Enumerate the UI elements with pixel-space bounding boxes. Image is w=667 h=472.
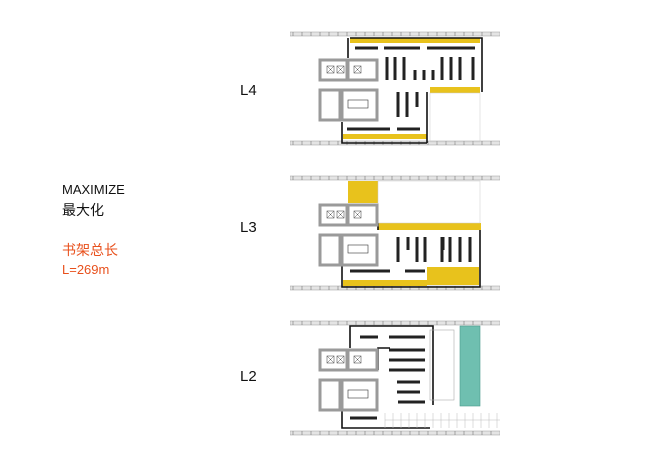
bookshelf xyxy=(413,70,417,80)
core-room xyxy=(318,378,342,412)
bookshelf xyxy=(441,237,445,250)
core-room xyxy=(340,88,379,122)
bookshelf xyxy=(389,348,425,352)
elevator xyxy=(326,210,335,219)
elevator xyxy=(326,65,335,74)
elevator-cross xyxy=(353,65,362,74)
facade-rail xyxy=(290,175,500,181)
bookshelf xyxy=(448,237,452,262)
highlighted-shelf-zone xyxy=(427,267,479,285)
elevator xyxy=(353,355,362,364)
floor-label-l4: L4 xyxy=(240,82,257,99)
bookshelf xyxy=(397,127,420,131)
elevator-cross xyxy=(336,210,345,219)
core-room xyxy=(346,58,379,82)
elevator-cross xyxy=(336,355,345,364)
core-room xyxy=(346,348,379,372)
bookshelf xyxy=(389,368,425,372)
bookshelf xyxy=(415,237,419,262)
bookshelf xyxy=(405,92,409,117)
bookshelf xyxy=(397,380,420,384)
highlighted-shelf-zone xyxy=(430,87,480,93)
elevator-cross xyxy=(353,210,362,219)
core-room xyxy=(318,88,342,122)
floor-plan-l4 xyxy=(290,31,500,146)
elevator xyxy=(353,65,362,74)
floor-label-l2: L2 xyxy=(240,368,257,385)
elevator xyxy=(336,210,345,219)
bookshelf xyxy=(422,70,426,80)
bookshelf xyxy=(384,46,420,50)
stair xyxy=(347,389,369,399)
highlighted-shelf-zone xyxy=(378,223,481,230)
bookshelf xyxy=(397,390,420,394)
bookshelf xyxy=(350,416,377,420)
elevator xyxy=(336,65,345,74)
exterior-wall xyxy=(341,37,483,144)
core-room xyxy=(346,203,379,227)
elevator xyxy=(336,355,345,364)
bookshelf xyxy=(427,46,475,50)
strategy-title-zh: 最大化 xyxy=(62,203,104,219)
bookshelf xyxy=(385,57,389,80)
bookshelf xyxy=(396,237,400,262)
atrium-void xyxy=(459,325,481,407)
bookshelf xyxy=(350,269,390,273)
bookshelf xyxy=(471,57,475,80)
elevator-cross xyxy=(336,65,345,74)
floor-plan-l2 xyxy=(290,320,500,436)
core-room xyxy=(318,203,349,227)
bookshelf xyxy=(440,57,444,80)
bookshelf xyxy=(396,92,400,117)
elevator xyxy=(326,355,335,364)
bookshelf xyxy=(458,57,462,80)
bookshelf xyxy=(393,57,397,80)
floor-label-l3: L3 xyxy=(240,219,257,236)
bookshelf xyxy=(468,237,472,262)
bookshelf xyxy=(431,70,435,80)
core-room xyxy=(340,233,379,267)
bookshelf xyxy=(406,237,410,250)
elevator-cross xyxy=(326,210,335,219)
bookshelf xyxy=(449,57,453,80)
bookshelf xyxy=(355,46,378,50)
bookshelf xyxy=(389,358,425,362)
bookshelf xyxy=(398,400,425,404)
bookshelf xyxy=(458,237,462,262)
stair xyxy=(347,244,369,254)
open-hall xyxy=(377,180,481,224)
core-room xyxy=(318,348,349,372)
core-room xyxy=(318,233,342,267)
reading-room xyxy=(429,92,481,143)
stair xyxy=(347,99,369,109)
elevator-cross xyxy=(326,355,335,364)
elevator-cross xyxy=(353,355,362,364)
shelf-length-value: L=269m xyxy=(62,262,110,277)
highlighted-shelf-zone xyxy=(350,38,480,43)
bookshelf xyxy=(347,127,390,131)
facade-rail xyxy=(290,430,500,436)
facade-rail xyxy=(290,31,500,37)
facade-rail xyxy=(290,320,500,326)
exterior-wall xyxy=(341,325,434,429)
floor-plan-l3 xyxy=(290,175,500,291)
core-room xyxy=(340,378,379,412)
highlighted-shelf-zone xyxy=(343,134,427,139)
bookshelf xyxy=(360,335,378,339)
elevator-cross xyxy=(326,65,335,74)
elevator xyxy=(353,210,362,219)
core-room xyxy=(318,58,349,82)
bookshelf xyxy=(405,269,425,273)
highlighted-shelf-zone xyxy=(348,181,378,203)
highlighted-shelf-zone xyxy=(343,280,427,286)
strategy-title-en: MAXIMIZE xyxy=(62,182,125,197)
bookshelf xyxy=(402,57,406,80)
bookshelf xyxy=(415,92,419,107)
escalator xyxy=(429,329,455,401)
bookshelf xyxy=(389,335,425,339)
bookshelf xyxy=(423,237,427,262)
shelf-length-label: 书架总长 xyxy=(62,243,118,259)
